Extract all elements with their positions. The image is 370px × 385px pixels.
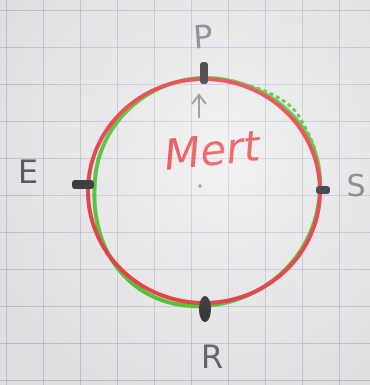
center-dot xyxy=(198,184,202,188)
label-bottom: R xyxy=(201,338,223,376)
label-right: S xyxy=(346,169,365,204)
up-arrow-icon xyxy=(191,93,207,118)
bottom-mark xyxy=(199,296,211,322)
right-mark xyxy=(316,186,330,194)
label-left: E xyxy=(18,153,38,191)
label-top: P xyxy=(192,17,214,56)
left-mark xyxy=(72,180,94,189)
red-circle xyxy=(86,77,322,305)
top-mark xyxy=(200,62,208,84)
center-title: Mert xyxy=(162,121,264,180)
